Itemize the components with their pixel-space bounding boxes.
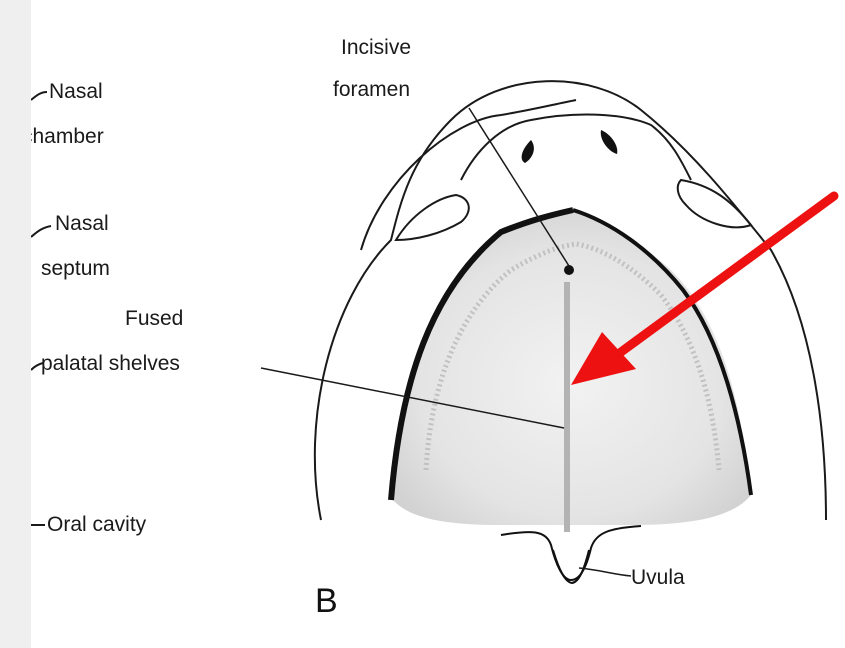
- label-incisive-line1: Incisive: [341, 36, 411, 59]
- diagram-panel: Incisive foramen Nasal chamber Nasal sep…: [31, 0, 845, 648]
- label-uvula: Uvula: [631, 566, 685, 589]
- label-nasal-chamber-line2: chamber: [31, 125, 104, 148]
- nasal-septum-tick: [31, 226, 51, 237]
- nasal-area-outline: [461, 115, 691, 180]
- right-lateral-lobe: [678, 180, 751, 227]
- nostril-left: [522, 140, 534, 163]
- label-nasal-septum-line2: septum: [41, 257, 110, 280]
- nostril-right: [601, 130, 618, 154]
- label-fused-line2: palatal shelves: [41, 352, 180, 375]
- label-oral-cavity: Oral cavity: [47, 513, 147, 536]
- label-incisive-line2: foramen: [333, 78, 410, 101]
- incisive-foramen-dot: [564, 265, 574, 275]
- soft-palate-edge: [501, 526, 641, 580]
- uvula-shape: [553, 550, 589, 583]
- left-lateral-lobe: [396, 195, 469, 240]
- left-gray-margin: [0, 0, 31, 648]
- uvula-leader-line: [579, 568, 631, 576]
- panel-letter: B: [315, 582, 338, 620]
- palate-diagram: Incisive foramen Nasal chamber Nasal sep…: [31, 0, 845, 648]
- label-fused-line1: Fused: [125, 307, 183, 330]
- nasal-chamber-tick: [31, 92, 47, 100]
- label-nasal-chamber-line1: Nasal: [49, 80, 103, 103]
- label-nasal-septum-line1: Nasal: [55, 212, 109, 235]
